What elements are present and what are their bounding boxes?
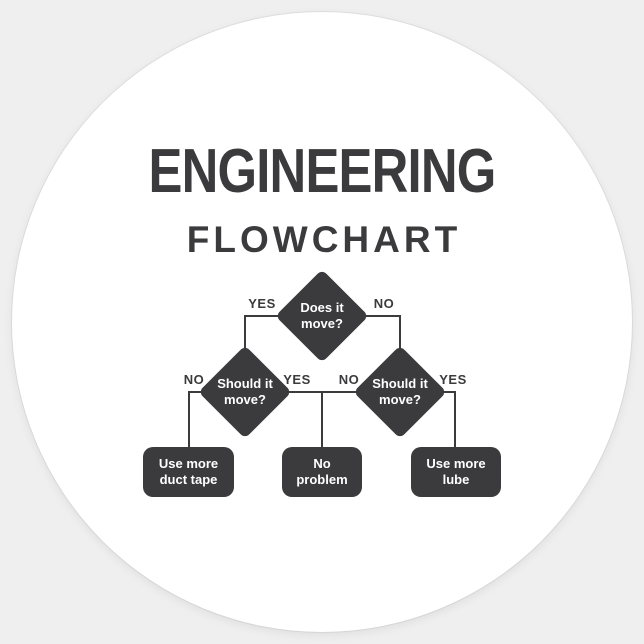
edge-label-right-yes: YES xyxy=(439,372,467,387)
terminal-no-problem-text: No problem xyxy=(296,456,348,487)
edge-label-root-yes: YES xyxy=(248,296,276,311)
terminal-no-problem: No problem xyxy=(282,447,362,497)
edge-label-left-no: NO xyxy=(183,372,205,387)
connector-center-vertical xyxy=(321,391,323,449)
terminal-use-more-duct-tape-text: Use more duct tape xyxy=(158,456,219,487)
decision-label-root: Does it move? xyxy=(282,291,362,341)
title-flowchart: FLOWCHART xyxy=(186,219,462,260)
connector-left-no-vertical xyxy=(188,391,190,449)
decision-label-right-text: Should it move? xyxy=(372,376,428,407)
edge-label-left-yes: YES xyxy=(283,372,311,387)
title-engineering: ENGINEERING xyxy=(148,137,497,206)
terminal-use-more-lube: Use more lube xyxy=(411,447,501,497)
decision-label-right: Should it move? xyxy=(360,367,440,417)
decision-label-left: Should it move? xyxy=(205,367,285,417)
edge-label-root-no: NO xyxy=(373,296,395,311)
edge-label-right-no: NO xyxy=(338,372,360,387)
terminal-use-more-duct-tape: Use more duct tape xyxy=(143,447,234,497)
decision-label-left-text: Should it move? xyxy=(217,376,273,407)
connector-right-yes-vertical xyxy=(454,391,456,449)
decision-label-root-text: Does it move? xyxy=(300,300,344,331)
terminal-use-more-lube-text: Use more lube xyxy=(426,456,486,487)
